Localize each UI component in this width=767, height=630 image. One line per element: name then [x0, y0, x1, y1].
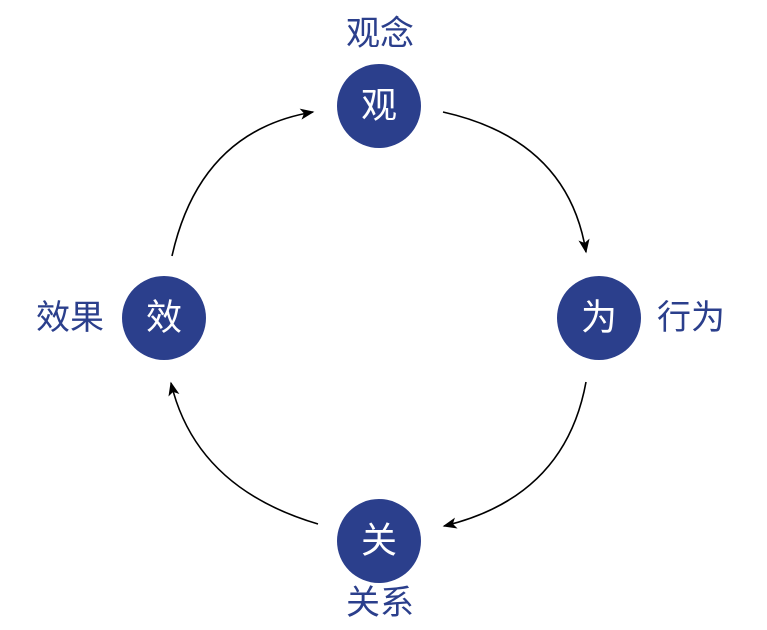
node-top-char: 观: [361, 86, 397, 127]
node-right-circle: [557, 276, 641, 360]
arrow-right-to-bottom: [442, 381, 587, 529]
node-left-label: 效果: [36, 298, 104, 338]
node-bottom-char: 关: [361, 521, 397, 562]
node-left-char: 效: [146, 298, 182, 339]
node-right-char: 为: [581, 298, 617, 339]
node-right-label: 行为: [657, 298, 725, 338]
node-top: 观念 观: [337, 14, 421, 148]
arrow-top-to-right: [442, 111, 590, 254]
arrow-left-to-top: [171, 108, 315, 257]
node-top-label: 观念: [346, 14, 414, 54]
node-bottom: 关 关系: [337, 499, 421, 623]
node-bottom-label: 关系: [346, 583, 414, 623]
node-right: 为 行为: [557, 276, 725, 360]
node-top-circle: [337, 64, 421, 148]
arrow-bottom-to-left: [168, 381, 319, 525]
node-left-circle: [122, 276, 206, 360]
node-bottom-circle: [337, 499, 421, 583]
node-left: 效果 效: [36, 276, 206, 360]
